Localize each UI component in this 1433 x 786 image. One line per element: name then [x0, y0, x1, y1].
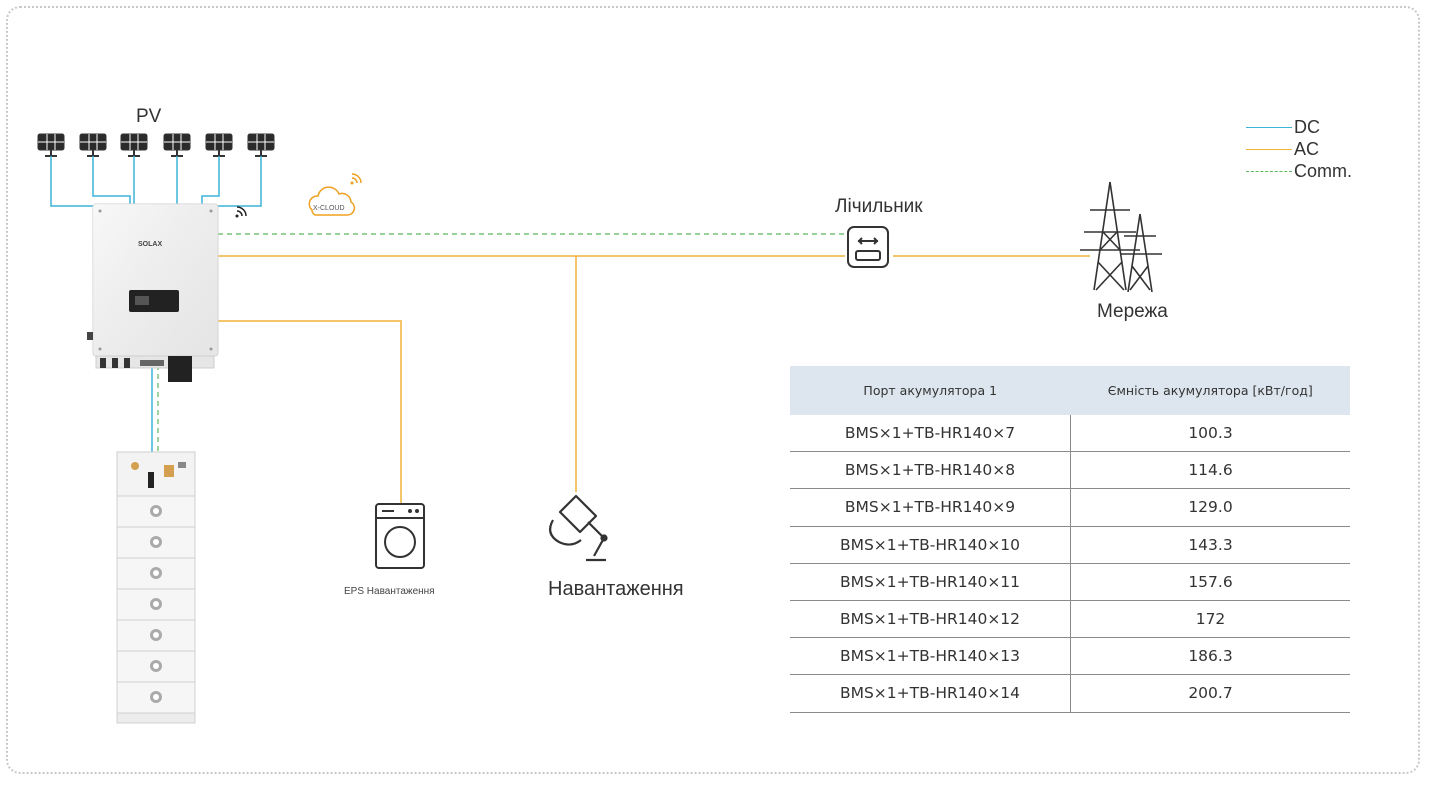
capacity-cell: 143.3 — [1070, 526, 1350, 564]
solar-panels — [37, 133, 275, 157]
config-cell: BMS×1+TB-HR140×7 — [790, 415, 1071, 453]
washing-machine-icon — [375, 503, 425, 569]
solar-panel-icon — [247, 133, 275, 157]
solar-panel-icon — [163, 133, 191, 157]
capacity-cell: 172 — [1070, 600, 1350, 639]
power-grid-icon — [1080, 181, 1162, 293]
battery-capacity-table: Порт акумулятора 1 Ємність акумулятора [… — [790, 366, 1350, 713]
column-header-battery-port: Порт акумулятора 1 — [790, 366, 1071, 415]
pv-label: PV — [136, 106, 162, 127]
comm-line-swatch — [1246, 170, 1292, 172]
cloud-label: X-CLOUD — [313, 205, 345, 212]
capacity-cell: 157.6 — [1070, 563, 1350, 601]
comm-lines — [157, 233, 848, 452]
config-cell: BMS×1+TB-HR140×12 — [790, 600, 1071, 639]
dc-lines — [50, 156, 262, 452]
config-cell: BMS×1+TB-HR140×14 — [790, 674, 1071, 713]
legend-comm-label: Comm. — [1294, 160, 1352, 181]
config-cell: BMS×1+TB-HR140×10 — [790, 526, 1071, 564]
solar-panel-icon — [205, 133, 233, 157]
grid-label: Мережа — [1097, 301, 1168, 322]
cloud-icon: X-CLOUD — [308, 173, 362, 216]
config-cell: BMS×1+TB-HR140×8 — [790, 451, 1071, 490]
capacity-cell: 200.7 — [1070, 674, 1350, 713]
legend: DC AC Comm. — [1246, 116, 1352, 182]
battery-stack — [116, 451, 196, 724]
config-cell: BMS×1+TB-HR140×11 — [790, 563, 1071, 601]
battery-module — [116, 588, 196, 621]
capacity-cell: 114.6 — [1070, 451, 1350, 490]
legend-item-dc: DC — [1246, 116, 1352, 138]
capacity-cell: 186.3 — [1070, 637, 1350, 676]
inverter: SOLAX — [87, 203, 219, 382]
legend-item-comm: Comm. — [1246, 160, 1352, 182]
table-header-row: Порт акумулятора 1 Ємність акумулятора [… — [790, 366, 1350, 415]
battery-module — [116, 495, 196, 528]
battery-module — [116, 526, 196, 559]
battery-module — [116, 650, 196, 683]
legend-ac-label: AC — [1294, 138, 1320, 159]
battery-module — [116, 619, 196, 652]
load-label: Навантаження — [548, 578, 684, 600]
column-header-capacity: Ємність акумулятора [кВт/год] — [1070, 366, 1350, 415]
dc-line-swatch — [1246, 126, 1292, 128]
eps-load-label: EPS Навантаження — [344, 586, 435, 597]
solar-panel-icon — [37, 133, 65, 157]
legend-dc-label: DC — [1294, 116, 1320, 137]
battery-module — [116, 557, 196, 590]
config-cell: BMS×1+TB-HR140×13 — [790, 637, 1071, 676]
ac-lines — [218, 255, 1090, 504]
solar-panel-icon — [120, 133, 148, 157]
ac-line-swatch — [1246, 148, 1292, 150]
capacity-cell: 129.0 — [1070, 488, 1350, 527]
battery-module — [116, 681, 196, 714]
capacity-cell: 100.3 — [1070, 415, 1350, 453]
diagram-frame — [6, 6, 1420, 774]
wifi-icon — [235, 206, 247, 218]
meter-label: Лічильник — [835, 196, 923, 217]
inverter-brand: SOLAX — [138, 241, 162, 248]
lamp-icon — [548, 494, 608, 562]
solar-panel-icon — [79, 133, 107, 157]
meter-icon — [847, 226, 889, 268]
legend-item-ac: AC — [1246, 138, 1352, 160]
config-cell: BMS×1+TB-HR140×9 — [790, 488, 1071, 527]
